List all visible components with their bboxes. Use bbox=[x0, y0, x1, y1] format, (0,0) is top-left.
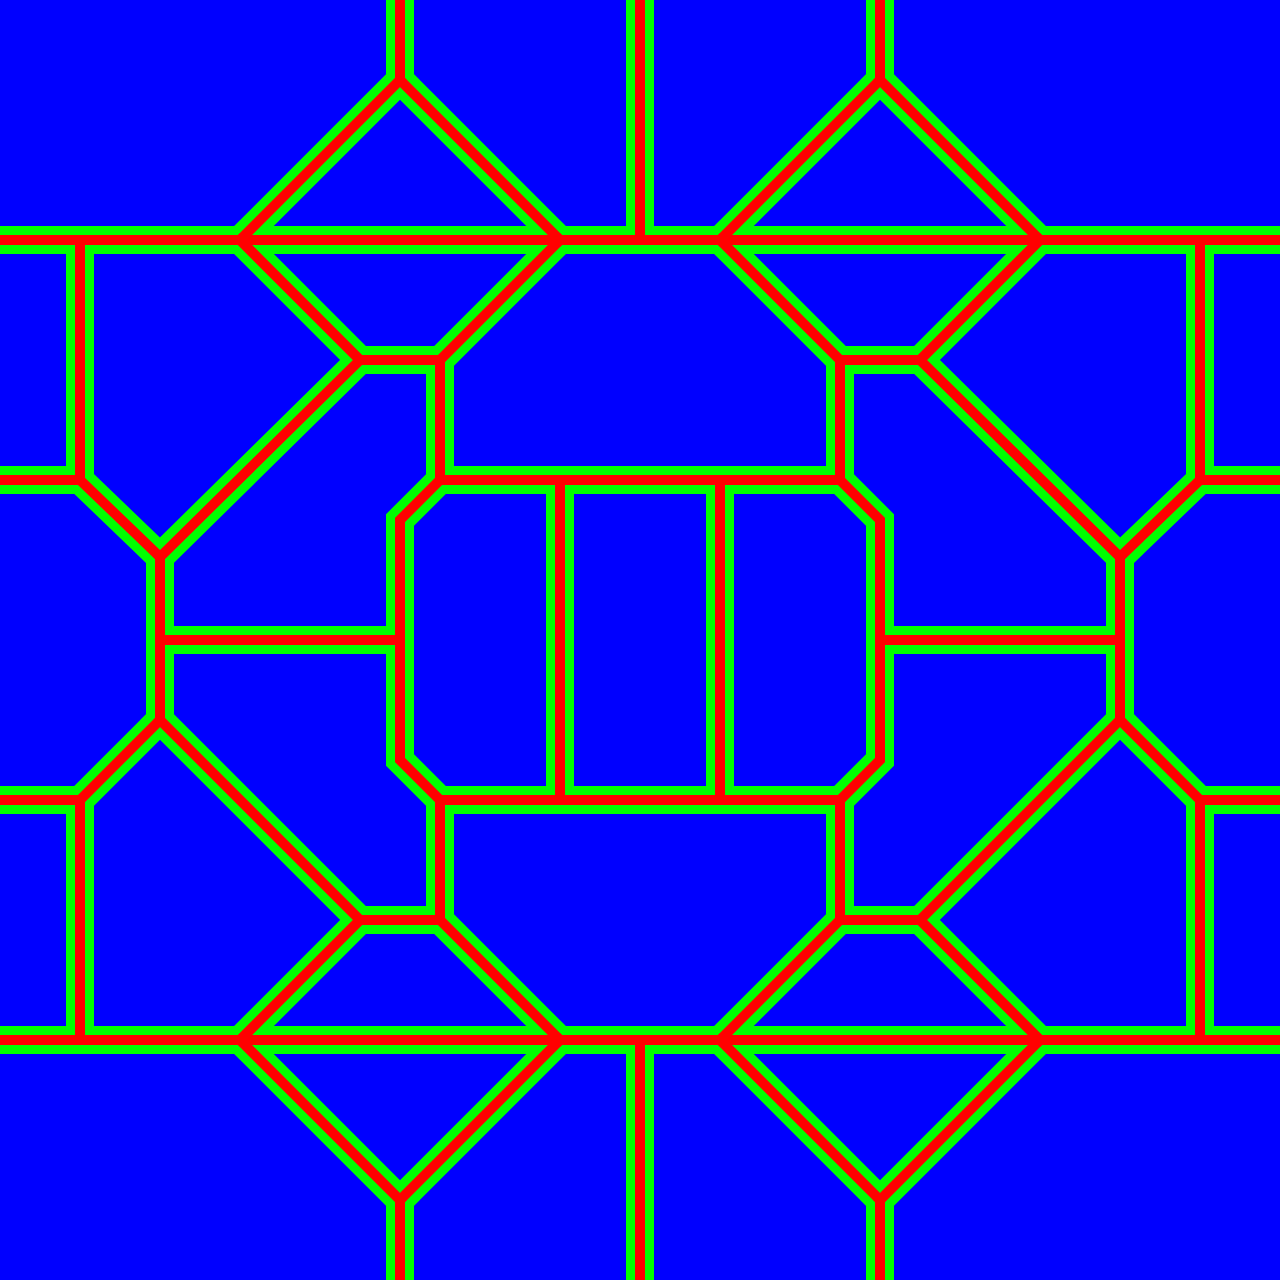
red-edge-23 bbox=[435, 795, 845, 925]
red-edge-26 bbox=[395, 472, 448, 808]
red-edge-20 bbox=[152, 712, 368, 1048]
red-edge-19 bbox=[912, 232, 1128, 565]
red-edge-18 bbox=[152, 232, 368, 565]
red-edge-21 bbox=[912, 712, 1128, 1048]
red-edge-22 bbox=[435, 355, 845, 485]
red-edge-27 bbox=[832, 472, 885, 808]
